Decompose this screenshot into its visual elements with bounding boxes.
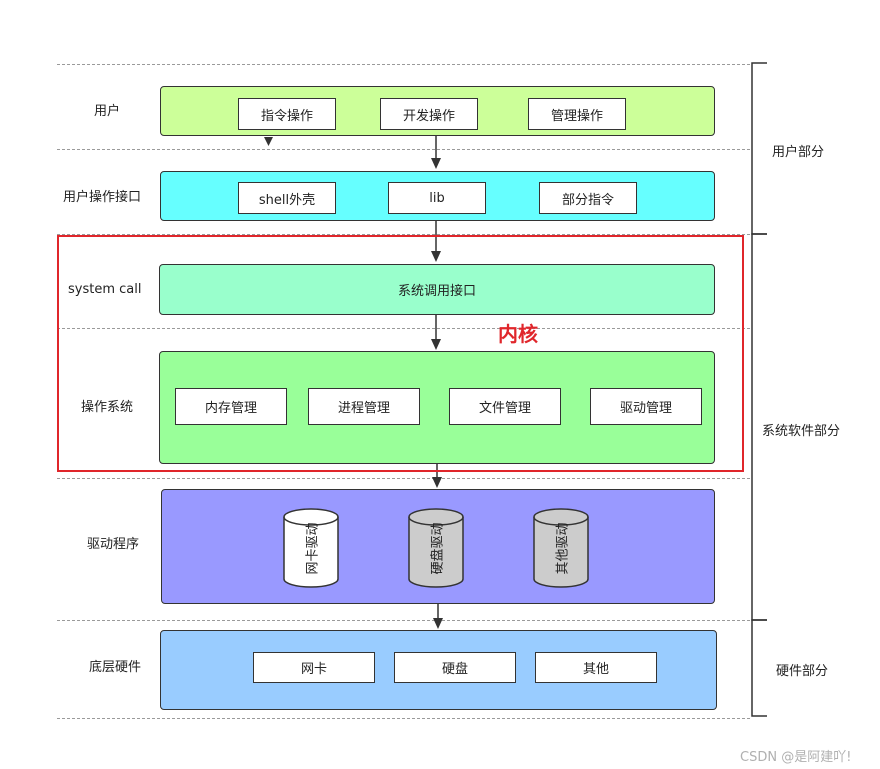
os-item-file: 文件管理 [449,388,561,425]
section-label-system: 系统软件部分 [762,424,841,439]
separator-line [57,328,750,329]
user-item-manage: 管理操作 [528,98,626,130]
os-item-driver: 驱动管理 [590,388,702,425]
separator-line [57,149,750,150]
user-item-command: 指令操作 [238,98,336,130]
separator-line [57,718,750,719]
section-label-hardware: 硬件部分 [776,664,829,679]
interface-item-shell: shell外壳 [238,182,336,214]
separator-line [57,478,750,479]
row-label-driver: 驱动程序 [87,537,140,552]
separator-line [57,234,750,235]
arrows [264,136,443,629]
cylinder-shape [408,508,464,588]
hardware-item-disk: 硬盘 [394,652,516,683]
interface-item-commands: 部分指令 [539,182,637,214]
syscall-layer [159,264,715,315]
cylinder-shape [533,508,589,588]
os-item-process: 进程管理 [308,388,420,425]
user-item-develop: 开发操作 [380,98,478,130]
section-brackets [751,62,767,717]
cylinder-nic-driver: 网卡驱动 [283,508,339,588]
row-label-syscall: system call [68,282,142,297]
separator-line [57,64,750,65]
row-label-interface: 用户操作接口 [63,190,142,205]
interface-item-lib: lib [388,182,486,214]
section-label-user: 用户部分 [772,145,825,160]
watermark: CSDN @是阿建吖! [740,750,852,765]
cylinder-disk-driver: 硬盘驱动 [408,508,464,588]
syscall-interface-text: 系统调用接口 [397,284,476,299]
separator-line [57,620,750,621]
kernel-label: 内核 [498,322,538,346]
hardware-item-other: 其他 [535,652,657,683]
row-label-user: 用户 [94,104,121,119]
cylinder-shape [283,508,339,588]
row-label-hardware: 底层硬件 [89,660,142,675]
hardware-item-nic: 网卡 [253,652,375,683]
kernel-outline [57,235,744,472]
row-label-os: 操作系统 [81,400,134,415]
cylinder-other-driver: 其他驱动 [533,508,589,588]
os-item-memory: 内存管理 [175,388,287,425]
